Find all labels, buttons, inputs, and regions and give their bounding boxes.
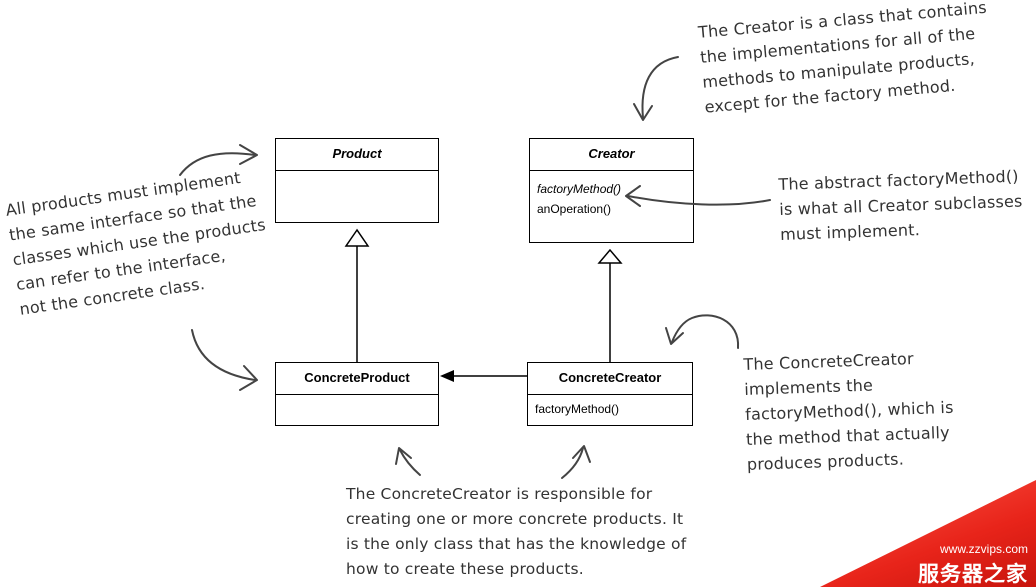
bottom-note-arrow-right [561,447,584,479]
concrete-creator-class: ConcreteCreator factoryMethod() [527,362,693,426]
creator-factory-method: factoryMethod() [537,182,622,196]
bottom-note-line: is the only class that has the knowledge… [346,535,687,553]
creator-note: The Creator is a class that contains the… [697,0,994,120]
products-note-arrowhead-up [239,144,258,165]
creator-class-name: Creator [530,139,693,171]
concrete-product-class: ConcreteProduct [275,362,439,426]
creator-an-operation: anOperation() [537,202,612,216]
bottom-note-line: The ConcreteCreator is responsible for [346,485,653,503]
bottom-note: The ConcreteCreator is responsible for c… [346,482,686,582]
concrete-creator-factory-method: factoryMethod() [535,402,620,416]
concrete-creator-note: The ConcreteCreator implements the facto… [743,345,956,477]
product-class: Product [275,138,439,223]
creator-operations: factoryMethod() anOperation() [530,171,693,219]
products-note: All products must implement the same int… [4,162,274,321]
creator-note-arrow [641,56,679,119]
abstract-method-note: The abstract factoryMethod() is what all… [778,164,1024,247]
bottom-note-line: how to create these products. [346,560,584,578]
products-note-arrow-down [191,329,256,381]
bottom-note-arrow-left [399,449,421,476]
inheritance-arrowhead-product [344,228,370,247]
concrete-creator-operations: factoryMethod() [528,395,692,419]
bottom-note-arrowhead-left [395,447,412,465]
watermark-url: www.zzvips.com [939,542,1028,556]
concrete-product-class-name: ConcreteProduct [276,363,438,395]
creator-class: Creator factoryMethod() anOperation() [529,138,694,243]
concrete-creator-note-arrowhead [665,327,684,345]
creates-arrowhead [440,370,454,382]
watermark-name: 服务器之家 [918,562,1028,586]
product-class-name: Product [276,139,438,171]
bottom-note-arrowhead-right [572,445,591,463]
products-note-arrowhead-down [239,365,258,391]
concrete-creator-note-arrow [671,314,740,349]
creator-note-arrowhead [633,103,653,121]
inheritance-arrowhead-creator [597,248,623,264]
bottom-note-line: creating one or more concrete products. … [346,510,684,528]
concrete-creator-class-name: ConcreteCreator [528,363,692,395]
